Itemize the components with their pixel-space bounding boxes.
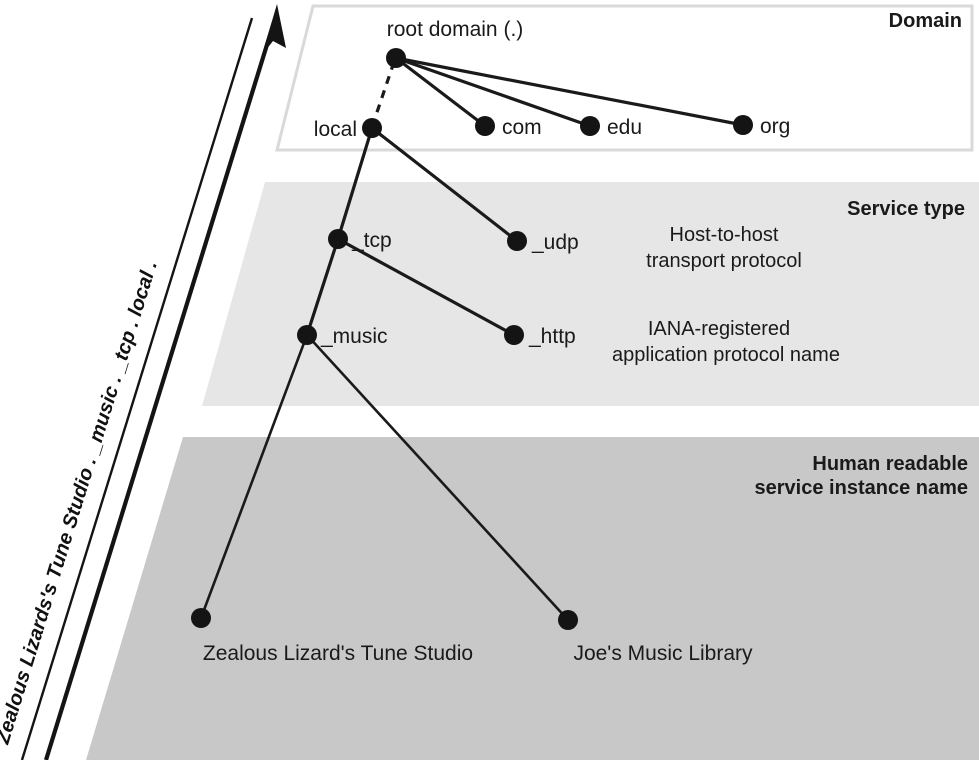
band-domain: Domain bbox=[275, 4, 974, 152]
name-axis-arrow bbox=[20, 4, 286, 760]
axis-baseline bbox=[20, 17, 254, 760]
edge-local-tcp bbox=[336, 126, 374, 241]
node-tcp[interactable]: _tcp bbox=[328, 229, 392, 252]
node-dot[interactable] bbox=[191, 608, 211, 628]
edge-music-studio bbox=[199, 333, 309, 620]
edge-tcp-http bbox=[336, 237, 516, 337]
edge-music-joe bbox=[305, 333, 570, 622]
node-http[interactable]: _http bbox=[504, 325, 576, 348]
edge-root-org bbox=[394, 56, 745, 127]
node-org[interactable]: org bbox=[733, 115, 790, 138]
node-music[interactable]: _music bbox=[297, 325, 388, 348]
node-dot[interactable] bbox=[507, 231, 527, 251]
band-service-type-shape bbox=[202, 182, 979, 406]
band-service-type: Service type bbox=[202, 182, 979, 406]
node-joe-label: Joe's Music Library bbox=[573, 642, 753, 665]
node-edu-label: edu bbox=[607, 116, 642, 139]
node-dot[interactable] bbox=[328, 229, 348, 249]
node-dot[interactable] bbox=[558, 610, 578, 630]
band-domain-label: Domain bbox=[889, 10, 962, 32]
node-dot[interactable] bbox=[386, 48, 406, 68]
band-human-readable-label-line2: service instance name bbox=[755, 477, 968, 499]
edge-local-udp bbox=[370, 126, 519, 243]
node-dot[interactable] bbox=[733, 115, 753, 135]
node-joes-music-library[interactable]: Joe's Music Library bbox=[558, 610, 753, 665]
node-com-label: com bbox=[502, 116, 542, 139]
node-dot[interactable] bbox=[362, 118, 382, 138]
band-human-readable-shape bbox=[86, 437, 979, 760]
node-dot[interactable] bbox=[475, 116, 495, 136]
description-application-line1: IANA-registered bbox=[648, 318, 790, 340]
description-transport-line1: Host-to-host bbox=[670, 224, 779, 246]
edge-tcp-music bbox=[305, 237, 340, 337]
node-udp[interactable]: _udp bbox=[507, 231, 579, 254]
node-dot[interactable] bbox=[504, 325, 524, 345]
node-root-label: root domain (.) bbox=[387, 18, 524, 41]
tree-edges bbox=[199, 56, 745, 622]
band-human-readable-label-line1: Human readable bbox=[812, 453, 968, 475]
description-application: IANA-registered application protocol nam… bbox=[612, 318, 840, 366]
band-human-readable: Human readable service instance name bbox=[86, 437, 979, 760]
description-transport: Host-to-host transport protocol bbox=[646, 224, 802, 272]
node-music-label: _music bbox=[320, 325, 388, 348]
node-local-label: local bbox=[314, 118, 357, 141]
node-edu[interactable]: edu bbox=[580, 116, 642, 139]
description-application-line2: application protocol name bbox=[612, 344, 840, 366]
node-dot[interactable] bbox=[580, 116, 600, 136]
arrow-head-icon bbox=[262, 4, 286, 55]
arrow-shaft bbox=[43, 21, 277, 760]
node-studio-label: Zealous Lizard's Tune Studio bbox=[203, 642, 473, 665]
node-dot[interactable] bbox=[297, 325, 317, 345]
description-transport-line2: transport protocol bbox=[646, 250, 802, 272]
node-zealous-lizards-tune-studio[interactable]: Zealous Lizard's Tune Studio bbox=[191, 608, 473, 665]
node-http-label: _http bbox=[528, 325, 576, 348]
edge-root-com bbox=[394, 56, 487, 128]
tree-nodes: root domain (.) local com edu org _tcp bbox=[191, 18, 790, 665]
band-service-type-label: Service type bbox=[847, 198, 965, 220]
edge-root-edu bbox=[394, 56, 592, 128]
node-org-label: org bbox=[760, 115, 790, 138]
node-root[interactable]: root domain (.) bbox=[386, 18, 523, 68]
node-local[interactable]: local bbox=[314, 118, 382, 141]
node-tcp-label: _tcp bbox=[351, 229, 392, 252]
node-com[interactable]: com bbox=[475, 116, 542, 139]
band-domain-shape bbox=[275, 4, 974, 152]
node-udp-label: _udp bbox=[531, 231, 579, 254]
edge-root-local bbox=[371, 61, 396, 125]
